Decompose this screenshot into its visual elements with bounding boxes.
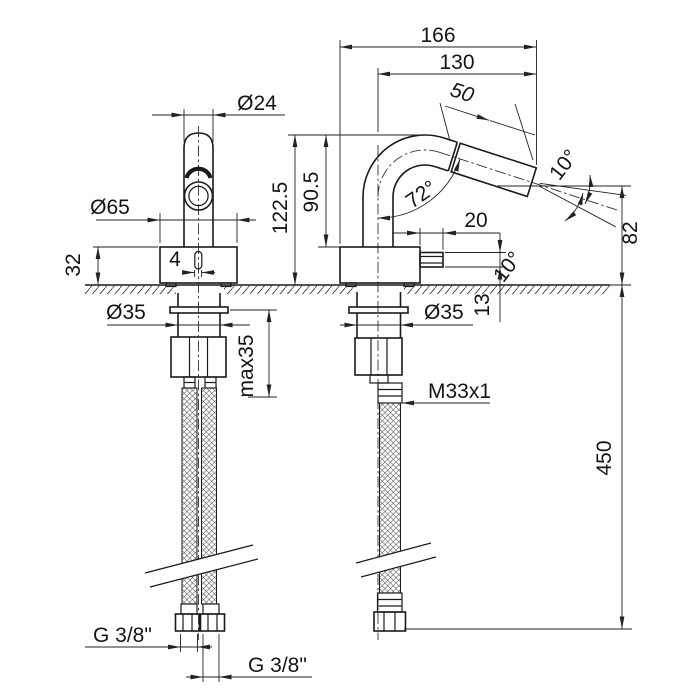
dim-hose-thread-2-label: G 3/8": [248, 654, 307, 677]
dim-lever-slot-label: 4: [169, 248, 181, 271]
dim-spout-height-label: 90.5: [300, 172, 323, 213]
side-mounting-nut: [354, 337, 403, 376]
dim-total-height-label: 122.5: [269, 182, 292, 235]
dim-flange-depth-label: 13: [471, 293, 494, 316]
side-lever: [419, 251, 444, 268]
dim-tilt-up-label: 10°: [545, 145, 583, 184]
front-lever-slot: [194, 250, 203, 270]
side-hose-break-line: [360, 556, 437, 578]
front-flange: [169, 306, 229, 314]
side-spout-outer: [362, 134, 458, 247]
side-aerator-tip: [450, 142, 538, 198]
side-hose-connector: [377, 382, 403, 404]
dim-spout-diameter-label: Ø24: [237, 92, 277, 115]
dim-tilt-down-label: 10°: [489, 247, 527, 286]
side-flange: [348, 306, 409, 314]
front-hose-nut-left: [174, 613, 201, 632]
dim-hose-length-label: 450: [593, 440, 616, 475]
counter-hatch-left: [85, 285, 176, 294]
dimension-annotations: 166 130 Ø24 122.5 90.5 Ø65 32: [62, 24, 642, 682]
counter-hatch-middle: [224, 285, 355, 294]
front-base-foot-left: [165, 282, 177, 288]
front-outlet-ring: [183, 181, 214, 211]
dim-base-diameter-label: Ø65: [90, 196, 130, 219]
front-hose-break-line: [149, 558, 259, 588]
dim-outlet-height-label: 82: [619, 221, 642, 244]
dim-spout-angle-label: 72°: [402, 176, 441, 213]
side-view: [339, 134, 538, 632]
dim-hose-thread-1-label: G 3/8": [93, 624, 152, 647]
dim-aerator-length-label: 50: [447, 78, 477, 107]
dim-shank-side-label: Ø35: [424, 301, 464, 324]
dim-shank-thread-label: M33x1: [428, 380, 491, 403]
dim-total-reach-label: 166: [420, 24, 455, 47]
front-base-foot-right: [220, 282, 232, 288]
dim-spout-reach-label: 130: [439, 51, 474, 74]
dim-shank-front-label: Ø35: [106, 301, 146, 324]
front-hose-break-line: [144, 544, 254, 574]
side-hose-nut: [373, 611, 407, 632]
front-mounting-nut: [170, 336, 227, 378]
dim-max-counter-label: max35: [235, 334, 258, 397]
counter-hatch-right: [404, 285, 610, 294]
dim-lever-length-label: 20: [464, 209, 487, 232]
front-spout-body: [183, 132, 214, 247]
side-hose-break-line: [355, 542, 432, 564]
front-aerator: [188, 185, 209, 207]
front-view: [144, 132, 259, 632]
side-base: [339, 246, 421, 284]
front-base: [159, 246, 238, 284]
front-spout-bend: [184, 166, 213, 179]
front-hose-nut-right: [199, 613, 226, 632]
dim-base-height-label: 32: [62, 253, 85, 276]
